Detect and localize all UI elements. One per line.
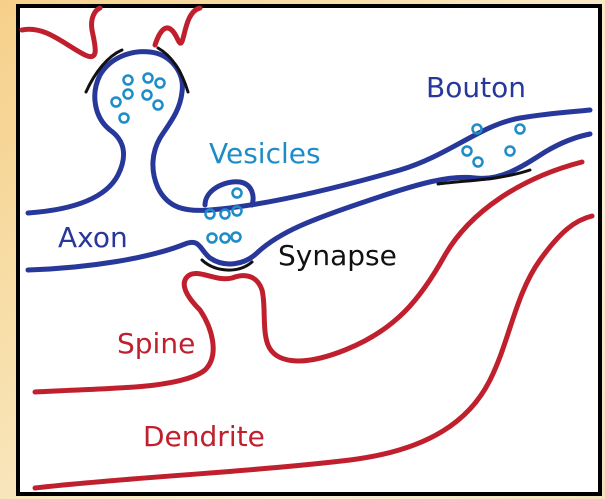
label-synapse: Synapse	[278, 239, 397, 272]
label-spine: Spine	[117, 327, 195, 360]
label-dendrite: Dendrite	[143, 420, 265, 453]
label-bouton: Bouton	[426, 71, 526, 104]
label-axon: Axon	[58, 221, 128, 254]
label-vesicles: Vesicles	[209, 137, 321, 170]
